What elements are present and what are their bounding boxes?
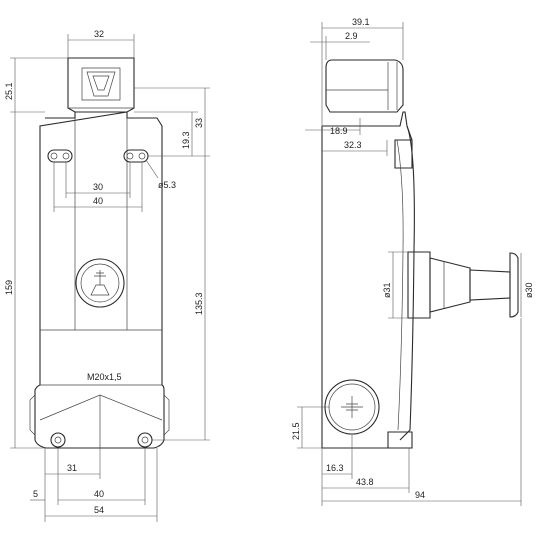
dim-top-to-slot: 33 bbox=[194, 118, 204, 128]
dim-slot-offset: 19.3 bbox=[181, 131, 191, 149]
dim-head-width: 32 bbox=[94, 29, 104, 39]
dim-head-lip: 2.9 bbox=[345, 31, 358, 41]
dim-total-depth: 94 bbox=[415, 490, 425, 500]
front-slot-left bbox=[47, 149, 73, 163]
front-head-outline bbox=[67, 57, 135, 113]
front-bottom-hole-right bbox=[137, 432, 153, 448]
front-view: M20x1,5 bbox=[29, 57, 170, 449]
dim-body-depth: 32.3 bbox=[344, 140, 362, 150]
dim-hole-to-bottom: 135.3 bbox=[194, 292, 204, 315]
side-release-knob bbox=[324, 379, 380, 435]
dim-release-depth: 43.8 bbox=[356, 477, 374, 487]
dim-release-offset: 16.3 bbox=[326, 463, 344, 473]
dim-release-height: 21.5 bbox=[291, 422, 301, 440]
dim-handle-diameter: ø30 bbox=[524, 282, 534, 298]
dim-slot-spacing-inner: 30 bbox=[93, 182, 103, 192]
side-view bbox=[321, 59, 519, 449]
dim-total-height: 159 bbox=[4, 280, 14, 295]
dim-total-width: 54 bbox=[94, 505, 104, 515]
front-slot-right bbox=[123, 149, 149, 163]
side-head-outline bbox=[325, 59, 404, 113]
front-dimensions: 32 25.1 159 33 19.3 135.3 ø5.3 30 bbox=[4, 29, 210, 522]
front-bottom-hole-left bbox=[50, 432, 66, 448]
dim-slot-hole: ø5.3 bbox=[158, 180, 176, 190]
front-head-window bbox=[81, 67, 121, 101]
dim-slot-spacing-outer: 40 bbox=[93, 196, 103, 206]
dim-bottom-margin: 5 bbox=[33, 489, 38, 499]
dim-bottom-offset: 31 bbox=[67, 463, 77, 473]
dim-knob-diameter: ø31 bbox=[382, 282, 392, 298]
side-dimensions: 39.1 2.9 18.9 32.3 ø31 ø30 21.5 16.3 bbox=[291, 17, 534, 506]
front-conduit-thread: M20x1,5 bbox=[87, 372, 122, 382]
side-handle bbox=[407, 251, 519, 319]
dim-head-depth: 39.1 bbox=[352, 17, 370, 27]
dim-head-height: 25.1 bbox=[4, 82, 14, 100]
dim-bottom-hole-spacing: 40 bbox=[94, 489, 104, 499]
dim-actuator-offset: 18.9 bbox=[330, 126, 348, 136]
front-indicator bbox=[75, 258, 125, 308]
